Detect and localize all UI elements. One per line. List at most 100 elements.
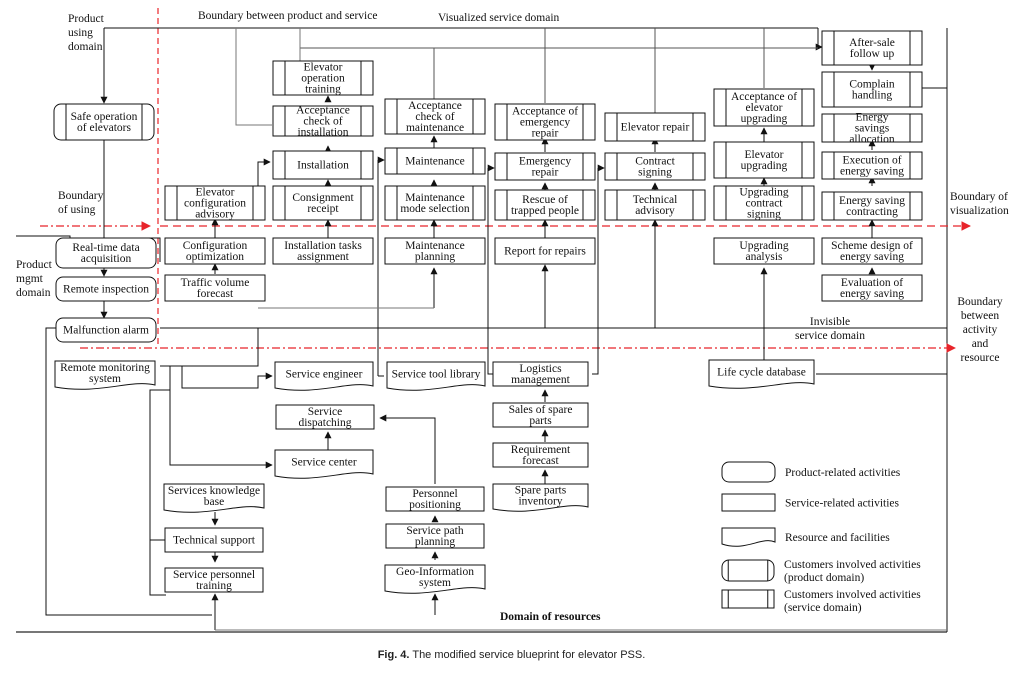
legend-label: Service-related activities [785, 498, 900, 510]
legend-label: Product-related activities [785, 467, 901, 479]
label-boundary-product-service: Boundary between product and service [198, 10, 377, 22]
node-service-center: Service center [274, 449, 374, 479]
node-label: Service engineer [286, 369, 363, 381]
node-label: Service tool library [392, 369, 481, 381]
legend-item-product: Product-related activities [721, 461, 901, 483]
node-label: Installation [297, 160, 349, 172]
boundary-lines [40, 8, 971, 353]
node-installation: Installation [272, 150, 374, 180]
label-domain-of-resources: Domain of resources [500, 611, 601, 623]
legend-item-resource: Resource and facilities [721, 527, 890, 547]
node-label: Malfunction alarm [63, 325, 149, 337]
legend-label: Resource and facilities [785, 532, 890, 544]
caption-text: The modified service blueprint for eleva… [412, 649, 646, 661]
node-label: Elevator repair [621, 122, 690, 134]
connectors [16, 27, 947, 631]
figure-caption: Fig. 4. The modified service blueprint f… [0, 649, 1023, 661]
legend-item-service: Service-related activities [721, 493, 900, 512]
legend-label: Customers involved activities(product do… [784, 559, 921, 584]
node-label: Remote inspection [63, 284, 149, 296]
node-technical-support: Technical support [164, 527, 264, 553]
node-label: Maintenance [405, 156, 464, 168]
node-malfunction-alarm: Malfunction alarm [55, 317, 157, 343]
node-maintenance: Maintenance [384, 147, 486, 175]
legend-item-customer-service: Customers involved activities(service do… [721, 589, 921, 614]
node-report-repairs: Report for repairs [494, 237, 596, 265]
node-service-tool-library: Service tool library [386, 361, 486, 391]
label-visualized-service-domain: Visualized service domain [438, 12, 560, 24]
node-label: Technical support [173, 535, 256, 547]
node-label: Life cycle database [717, 367, 806, 379]
node-lifecycle-db: Life cycle database [708, 359, 815, 389]
legend-item-customer-product: Customers involved activities(product do… [721, 559, 921, 584]
diagram-frame [16, 28, 948, 633]
node-service-engineer: Service engineer [274, 361, 374, 391]
node-label: Service center [291, 457, 357, 469]
